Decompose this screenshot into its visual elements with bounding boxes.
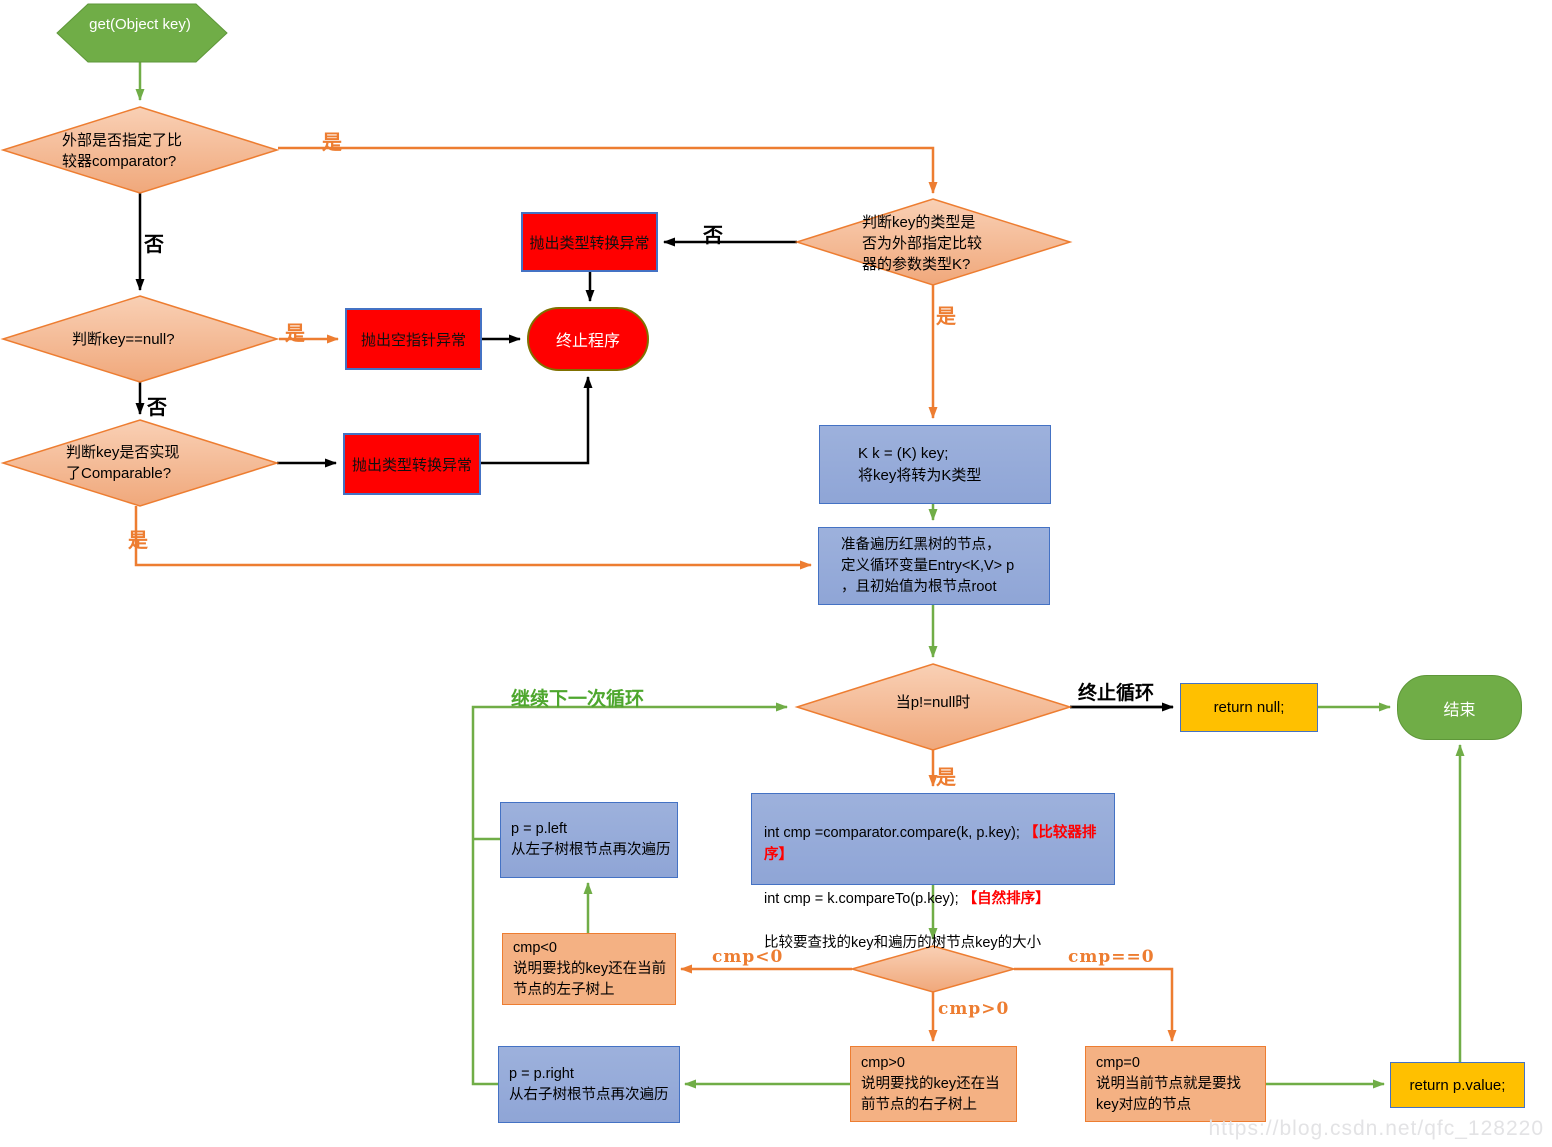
decision-comparable-diamond: [0, 419, 280, 507]
start-hexagon: [56, 3, 228, 63]
end-node: 结束: [1397, 675, 1522, 740]
label-yes-comparator: 是: [322, 132, 342, 154]
label-no-keynull: 否: [147, 397, 167, 419]
decision-keynull-diamond: [0, 295, 280, 383]
label-yes-keynull: 是: [285, 323, 305, 345]
decision-keynull-label: 判断key==null?: [72, 331, 175, 348]
throw-cast-exception-top: 抛出类型转换异常: [521, 212, 658, 272]
decision-comparator-label: 外部是否指定了比 较器comparator?: [62, 132, 183, 170]
label-end-loop: 终止循环: [1078, 683, 1155, 704]
decision-comparator-diamond: [0, 106, 280, 194]
decision-pnotnull-label: 当p!=null时: [895, 694, 971, 711]
label-cmp-lt: cmp<0: [712, 947, 784, 967]
label-cmp-eq: cmp==0: [1068, 947, 1155, 967]
edge-castlow-to-terminate: [481, 376, 593, 465]
cast-key-box: K k = (K) key; 将key将转为K类型: [819, 425, 1051, 504]
p-right-box: p = p.right 从右子树根节点再次遍历: [498, 1046, 680, 1123]
code-line2-natural-sort: 【自然排序】: [962, 891, 1050, 907]
decision-pnotnull-diamond: [794, 663, 1073, 751]
label-yes-pnotnull: 是: [936, 767, 956, 789]
label-cmp-gt: cmp>0: [938, 999, 1010, 1019]
label-yes-comparable: 是: [128, 530, 148, 552]
label-no-keytype: 否: [703, 225, 723, 247]
code-line1-comparator-sort: 【比较器排序】: [764, 825, 1097, 863]
cmp-gt-box: cmp>0 说明要找的key还在当 前节点的右子树上: [850, 1046, 1017, 1122]
decision-cmp-diamond: [849, 945, 1017, 993]
edge-loopback: [471, 702, 788, 1086]
decision-keytype-diamond: [794, 198, 1073, 286]
compare-code-box: int cmp =comparator.compare(k, p.key); 【…: [751, 793, 1115, 951]
code-line1: int cmp =comparator.compare(k, p.key);: [764, 825, 1024, 841]
edge-comparable-yes: [134, 506, 812, 570]
decision-comparable-label: 判断key是否实现 了Comparable?: [66, 444, 180, 482]
terminate-program: 终止程序: [527, 307, 649, 371]
throw-cast-exception-low: 抛出类型转换异常: [343, 433, 481, 495]
label-no-comparator: 否: [144, 234, 164, 256]
throw-null-pointer-exception: 抛出空指针异常: [345, 308, 482, 370]
label-continue-loop: 继续下一次循环: [511, 689, 645, 710]
start-label: get(Object key): [89, 16, 191, 33]
cmp-lt-box: cmp<0 说明要找的key还在当前 节点的左子树上: [502, 933, 676, 1005]
p-left-box: p = p.left 从左子树根节点再次遍历: [500, 802, 678, 878]
cmp-eq-box: cmp=0 说明当前节点就是要找 key对应的节点: [1085, 1046, 1266, 1122]
prepare-loop-box: 准备遍历红黑树的节点， 定义循环变量Entry<K,V> p ，且初始值为根节点…: [818, 527, 1050, 605]
decision-keytype-label: 判断key的类型是 否为外部指定比较 器的参数类型K?: [862, 214, 983, 273]
edge-comparator-yes: [278, 146, 938, 194]
edge-cmp-eq: [1014, 967, 1177, 1042]
return-p-value-box: return p.value;: [1390, 1062, 1525, 1108]
watermark: https://blog.csdn.net/qfc_128220: [1208, 1117, 1544, 1140]
code-line2: int cmp = k.compareTo(p.key);: [764, 891, 963, 907]
label-yes-keytype: 是: [936, 306, 956, 328]
code-line3: 比较要查找的key和遍历的树节点key的大小: [764, 935, 1042, 951]
return-null-box: return null;: [1180, 683, 1318, 732]
